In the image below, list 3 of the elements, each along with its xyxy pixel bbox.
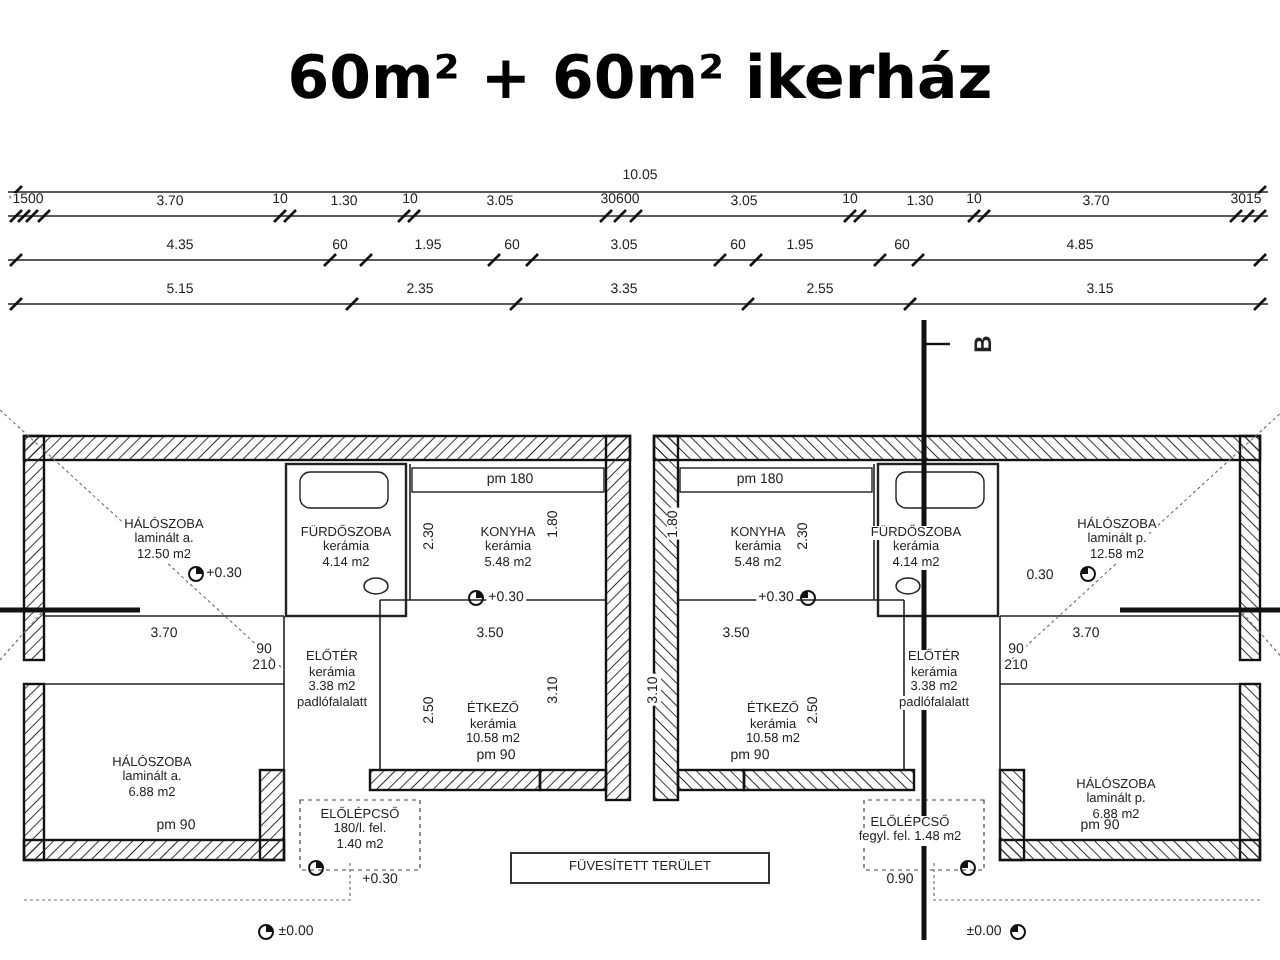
title: 60m² + 60m² ikerház (285, 44, 995, 114)
section-marker: B (977, 333, 991, 355)
lawn-area-box (510, 852, 770, 884)
